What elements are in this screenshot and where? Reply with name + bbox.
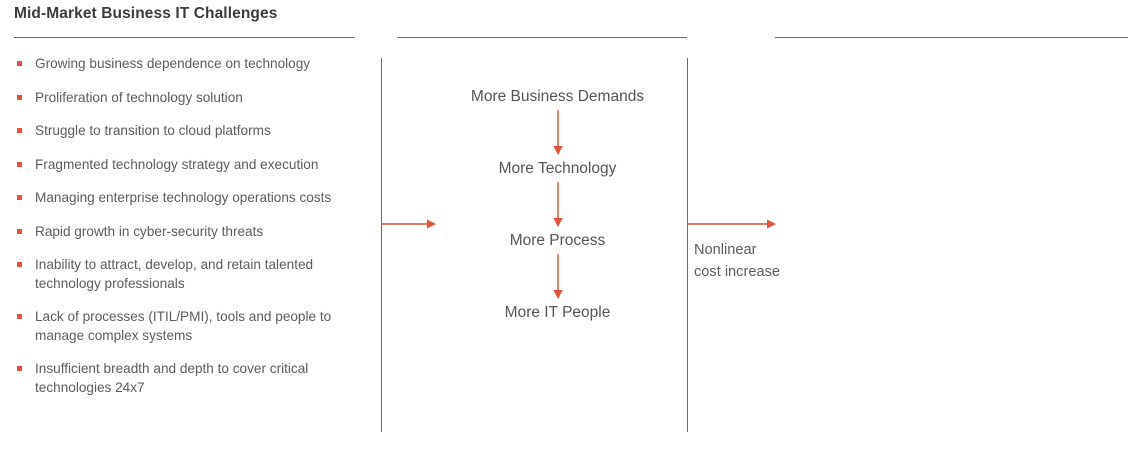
bullet-square-icon bbox=[17, 195, 22, 200]
list-item: Fragmented technology strategy and execu… bbox=[14, 156, 364, 175]
challenges-panel: Mid-Market Business IT Challenges bbox=[14, 4, 359, 24]
list-item-label: Growing business dependence on technolog… bbox=[35, 56, 311, 71]
list-item-label: Insufficient breadth and depth to cover … bbox=[35, 361, 309, 395]
vertical-connector-left bbox=[381, 58, 382, 432]
list-item: Growing business dependence on technolog… bbox=[14, 55, 364, 74]
bullet-square-icon bbox=[17, 128, 22, 133]
list-item-label: Inability to attract, develop, and retai… bbox=[35, 257, 314, 291]
flow-step-more-process: More Process bbox=[509, 232, 606, 249]
down-arrow-icon bbox=[552, 182, 563, 227]
list-item: Insufficient breadth and depth to cover … bbox=[14, 360, 364, 397]
flow-step-more-business-demands: More Business Demands bbox=[470, 88, 645, 105]
list-item: Proliferation of technology solution bbox=[14, 89, 364, 108]
flow-chain: More Business Demands More Technology Mo… bbox=[420, 86, 695, 324]
down-arrow-icon bbox=[552, 110, 563, 155]
page-title: Mid-Market Business IT Challenges bbox=[14, 5, 278, 22]
list-item-label: Managing enterprise technology operation… bbox=[35, 190, 332, 205]
list-item-label: Rapid growth in cyber-security threats bbox=[35, 223, 264, 239]
list-item: Managing enterprise technology operation… bbox=[14, 189, 364, 208]
list-item: Rapid growth in cyber-security threats bbox=[14, 223, 364, 242]
list-item-label: Proliferation of technology solution bbox=[35, 89, 243, 105]
vertical-connector-right bbox=[687, 58, 688, 432]
list-item-label: Struggle to transition to cloud platform… bbox=[35, 123, 271, 138]
divider-rule-right bbox=[775, 37, 1128, 38]
bullet-square-icon bbox=[17, 61, 22, 66]
challenges-list: Growing business dependence on technolog… bbox=[14, 55, 364, 412]
outcome-caption-line-1: Nonlinear bbox=[694, 242, 757, 258]
list-item: Lack of processes (ITIL/PMI), tools and … bbox=[14, 308, 364, 345]
bullet-square-icon bbox=[17, 262, 22, 267]
flow-step-more-technology: More Technology bbox=[498, 160, 617, 177]
divider-rule-middle bbox=[397, 37, 687, 38]
list-item-label: Lack of processes (ITIL/PMI), tools and … bbox=[35, 309, 332, 343]
divider-rule-left bbox=[14, 37, 355, 38]
bullet-square-icon bbox=[17, 161, 22, 167]
outbound-arrow-icon bbox=[687, 219, 776, 229]
list-item: Inability to attract, develop, and retai… bbox=[14, 256, 364, 293]
bullet-square-icon bbox=[17, 366, 22, 371]
inbound-arrow-icon bbox=[381, 219, 436, 229]
list-item-label: Fragmented technology strategy and execu… bbox=[35, 156, 319, 172]
outcome-caption-line-2: cost increase bbox=[694, 264, 780, 280]
list-item: Struggle to transition to cloud platform… bbox=[14, 122, 364, 141]
outcome-caption: Nonlinear cost increase bbox=[694, 239, 894, 283]
bullet-square-icon bbox=[17, 228, 22, 234]
bullet-square-icon bbox=[17, 94, 22, 100]
flow-step-more-it-people: More IT People bbox=[504, 304, 611, 321]
bullet-square-icon bbox=[17, 314, 22, 319]
down-arrow-icon bbox=[552, 254, 563, 299]
